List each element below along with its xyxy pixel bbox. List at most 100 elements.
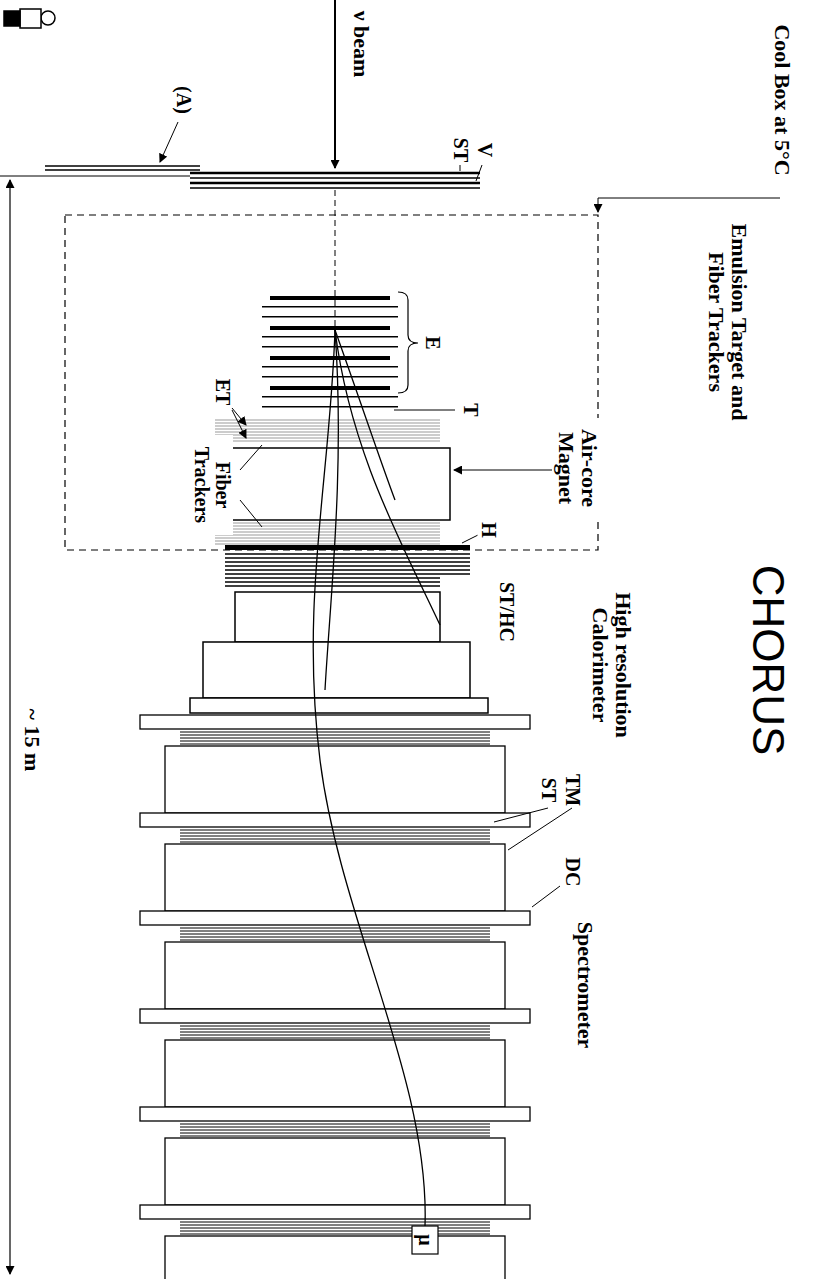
fiber-plane xyxy=(215,535,440,536)
emulsion-sheet xyxy=(270,326,390,330)
streamer-tube-plane xyxy=(180,931,490,932)
dimension-line xyxy=(9,180,10,1274)
streamer-tube-plane xyxy=(180,1026,490,1027)
hadron-track xyxy=(335,330,395,500)
part-label: ST xyxy=(538,778,559,802)
leader-line xyxy=(460,165,461,171)
streamer-tube-plane xyxy=(180,1127,490,1128)
drift-chamber xyxy=(140,715,530,729)
beam-axis xyxy=(335,190,336,330)
part-label: ST/HC xyxy=(496,582,517,642)
fiber-plane xyxy=(215,429,440,430)
fiber-plane xyxy=(215,541,440,542)
streamer-tube-plane xyxy=(180,1130,490,1131)
streamer-tube-plane xyxy=(180,1032,490,1033)
streamer-tube-plane xyxy=(225,573,470,575)
emulsion-sheet xyxy=(262,306,398,308)
scintillator-plane xyxy=(190,177,480,179)
part-label: (A) xyxy=(173,86,194,114)
hodoscope-plane xyxy=(225,545,470,550)
part-label: ~ 15 m xyxy=(20,709,43,772)
toroidal-magnet xyxy=(165,746,505,813)
leader-line xyxy=(394,410,455,411)
person-body xyxy=(20,9,41,28)
streamer-tube-plane xyxy=(180,1225,490,1226)
veto-planes xyxy=(190,173,480,188)
fiber-plane xyxy=(215,420,440,421)
veto-plane xyxy=(190,187,480,189)
leader-line xyxy=(462,535,478,543)
part-label: Fiber Trackers xyxy=(191,435,233,535)
fiber-plane xyxy=(215,426,440,427)
calorimeter-section xyxy=(190,698,488,713)
veto-a-plane xyxy=(45,169,200,171)
fiber-plane xyxy=(215,538,440,539)
streamer-tube-plane xyxy=(225,569,470,571)
emulsion-sheet xyxy=(270,296,390,300)
streamer-tube-plane xyxy=(180,928,490,929)
emulsion-sheet xyxy=(262,316,398,318)
streamer-tube-plane xyxy=(225,565,470,567)
leader-line xyxy=(508,808,572,850)
veto-plane xyxy=(190,182,480,185)
streamer-tube-plane xyxy=(180,1234,490,1235)
leader-line xyxy=(232,408,246,425)
part-label: DC xyxy=(562,858,583,887)
brace xyxy=(398,292,418,393)
toroidal-magnet xyxy=(165,942,505,1009)
title-label: CHORUS xyxy=(745,565,791,756)
emulsion-target xyxy=(262,296,398,408)
streamer-tube-plane xyxy=(180,1124,490,1125)
drift-chamber xyxy=(140,1205,530,1219)
streamer-tube-plane xyxy=(180,1029,490,1030)
leader-line xyxy=(532,886,560,907)
emulsion-sheet xyxy=(262,376,398,378)
calorimeter xyxy=(190,592,488,713)
spectrometer xyxy=(140,715,530,1279)
part-label: ST xyxy=(450,138,471,162)
streamer-tube-plane xyxy=(180,1222,490,1223)
drift-chamber xyxy=(140,1107,530,1121)
streamer-tube-plane xyxy=(180,830,490,831)
emulsion-sheet xyxy=(262,336,398,338)
streamer-tube-plane xyxy=(180,1035,490,1036)
streamer-tube-plane xyxy=(180,735,490,736)
fiber-plane xyxy=(215,544,440,545)
calorimeter-section xyxy=(203,642,470,698)
calorimeter-section xyxy=(235,592,440,642)
streamer-tube-plane xyxy=(180,934,490,935)
part-label: Air-core Magnet xyxy=(555,418,601,518)
toroidal-magnet xyxy=(165,1138,505,1205)
toroidal-magnet xyxy=(165,844,505,911)
bracket xyxy=(240,445,262,527)
drift-chamber xyxy=(140,911,530,925)
part-label: H xyxy=(478,522,499,538)
leader-line xyxy=(160,122,178,162)
streamer-tube-plane xyxy=(180,741,490,742)
beam-arrow xyxy=(334,0,336,168)
emulsion-sheet xyxy=(270,356,390,360)
emulsion-sheet xyxy=(262,396,398,398)
part-label: ν beam xyxy=(349,11,372,78)
fiber-plane xyxy=(215,523,440,524)
streamer-tube-plane xyxy=(180,836,490,837)
hadron-track xyxy=(325,330,338,690)
part-label: High resolution Calorimeter xyxy=(589,575,635,755)
fiber-plane xyxy=(215,526,440,527)
part-label: TM xyxy=(562,774,583,806)
streamer-tube-plane xyxy=(180,1136,490,1137)
streamer-tube-plane xyxy=(180,1228,490,1229)
toroidal-magnet xyxy=(165,1040,505,1107)
leader-line xyxy=(494,808,548,822)
streamer-tube-plane xyxy=(180,744,490,745)
part-label: Emulsion Target and Fiber Trackers xyxy=(705,220,751,425)
streamer-tube-plane xyxy=(225,557,470,559)
air-core-magnet xyxy=(218,448,450,520)
leader-line xyxy=(598,198,780,212)
person-legs xyxy=(4,11,20,26)
streamer-tube-plane xyxy=(225,561,470,563)
part-label: Spectrometer xyxy=(573,922,596,1049)
part-label: E xyxy=(422,336,443,349)
streamer-tube-plane xyxy=(180,940,490,941)
leader-line xyxy=(232,410,246,438)
